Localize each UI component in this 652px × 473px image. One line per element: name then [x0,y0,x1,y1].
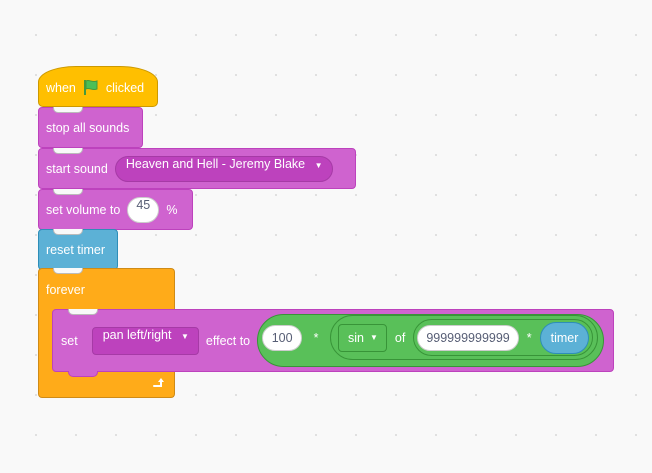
effect-dropdown[interactable]: pan left/right ▼ [91,326,199,355]
hat-label-clicked: clicked [105,81,145,95]
volume-input[interactable]: 45 [127,196,160,223]
set-label: set [61,333,78,348]
forever-bottom [38,371,175,398]
sound-dropdown[interactable]: Heaven and Hell - Jeremy Blake ▼ [114,155,333,182]
set-volume-label: set volume to [46,202,121,217]
stop-all-sounds-label: stop all sounds [46,120,130,135]
inner-multiply-operator-block[interactable]: 999999999999 * timer [413,319,594,356]
effect-dropdown-value: pan left/right [102,327,172,342]
start-sound-block[interactable]: start sound Heaven and Hell - Jeremy Bla… [38,148,356,189]
function-dropdown-value: sin [347,330,364,345]
of-label: of [394,330,406,345]
chevron-down-icon: ▼ [369,333,378,342]
effect-to-label: effect to [205,333,251,348]
stop-all-sounds-block[interactable]: stop all sounds [38,107,143,148]
sound-dropdown-value: Heaven and Hell - Jeremy Blake [125,156,306,171]
multiply-operator-block[interactable]: 100 * sin ▼ of 999999999999 * timer [257,314,605,367]
green-flag-icon [82,78,100,99]
math-function-block[interactable]: sin ▼ of 999999999999 * timer [329,315,599,360]
inner-multiply-operator-sign: * [526,330,532,345]
hat-label-when: when [46,81,76,95]
multiply-operator-sign: * [313,330,319,345]
function-dropdown[interactable]: sin ▼ [337,323,387,352]
number-input[interactable]: 999999999999 [417,324,519,351]
start-sound-label: start sound [46,161,108,176]
forever-label: forever [46,283,85,297]
chevron-down-icon: ▼ [314,160,323,170]
volume-unit: % [166,202,178,217]
set-effect-block[interactable]: set pan left/right ▼ effect to 100 * sin… [52,309,614,377]
forever-arm [38,308,53,372]
timer-reporter[interactable]: timer [539,321,590,354]
reset-timer-block[interactable]: reset timer [38,229,118,270]
multiplier-input[interactable]: 100 [262,324,303,351]
when-flag-clicked-block[interactable]: when clicked [38,66,158,107]
set-volume-block[interactable]: set volume to 45 % [38,189,193,230]
forever-block[interactable]: forever [38,268,175,310]
chevron-down-icon: ▼ [180,331,189,341]
loop-arrow-icon [151,376,165,395]
reset-timer-label: reset timer [46,242,106,257]
